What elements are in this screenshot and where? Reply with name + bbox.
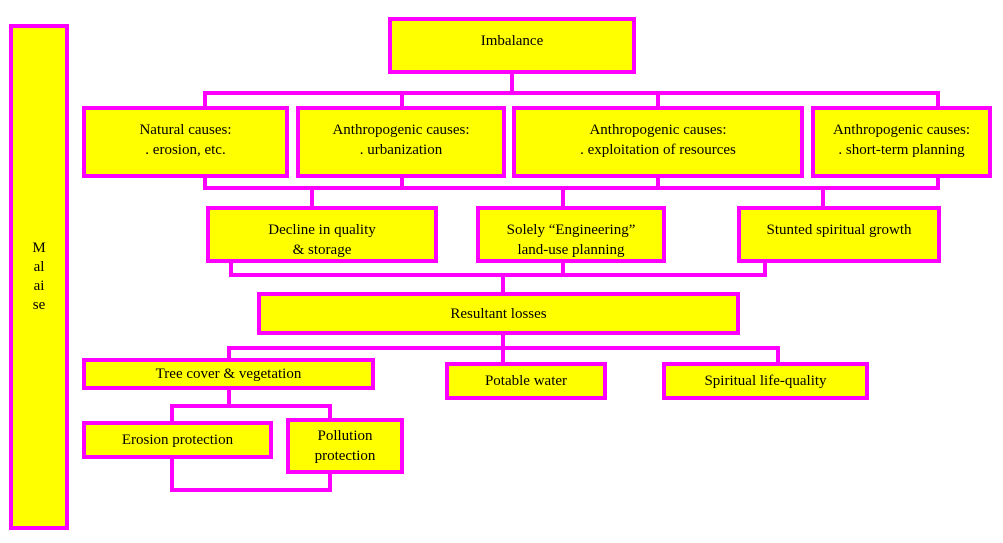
pollution-protection-box: Pollution protection [286, 418, 404, 474]
engineering-planning-label: Solely “Engineering” land-use planning [506, 222, 636, 258]
potable-water-label: Potable water [484, 373, 568, 389]
engineering-planning-box: Solely “Engineering” land-use planning [476, 206, 666, 263]
spiritual-life-box: Spiritual life-quality [662, 362, 869, 400]
resultant-losses-label: Resultant losses [450, 305, 547, 322]
planning-causes-box: Anthropogenic causes: . short-term plann… [811, 106, 992, 178]
erosion-protection-label: Erosion protection [121, 432, 234, 448]
malaise-label: Malaise [32, 240, 46, 313]
potable-water-box: Potable water [445, 362, 607, 400]
exploitation-causes-label: Anthropogenic causes: . exploitation of … [580, 122, 736, 158]
tree-cover-box: Tree cover & vegetation [82, 358, 375, 390]
natural-causes-box: Natural causes: . erosion, etc. [82, 106, 289, 178]
malaise-side-bar: Malaise [9, 24, 69, 530]
natural-causes-label: Natural causes: . erosion, etc. [139, 122, 232, 158]
exploitation-causes-box: Anthropogenic causes: . exploitation of … [512, 106, 804, 178]
stunted-growth-box: Stunted spiritual growth [737, 206, 941, 263]
urbanization-causes-label: Anthropogenic causes: . urbanization [332, 122, 470, 158]
resultant-losses-box: Resultant losses [257, 292, 740, 335]
pollution-protection-label: Pollution protection [314, 428, 376, 464]
urbanization-causes-box: Anthropogenic causes: . urbanization [296, 106, 506, 178]
tree-cover-label: Tree cover & vegetation [155, 366, 302, 382]
spiritual-life-label: Spiritual life-quality [704, 373, 827, 389]
planning-causes-label: Anthropogenic causes: . short-term plann… [832, 122, 971, 158]
decline-quality-box: Decline in quality & storage [206, 206, 438, 263]
erosion-protection-box: Erosion protection [82, 421, 273, 459]
stunted-growth-label: Stunted spiritual growth [766, 222, 912, 238]
imbalance-label: Imbalance [480, 33, 544, 49]
decline-quality-label: Decline in quality & storage [268, 222, 376, 258]
imbalance-box: Imbalance [388, 17, 636, 74]
